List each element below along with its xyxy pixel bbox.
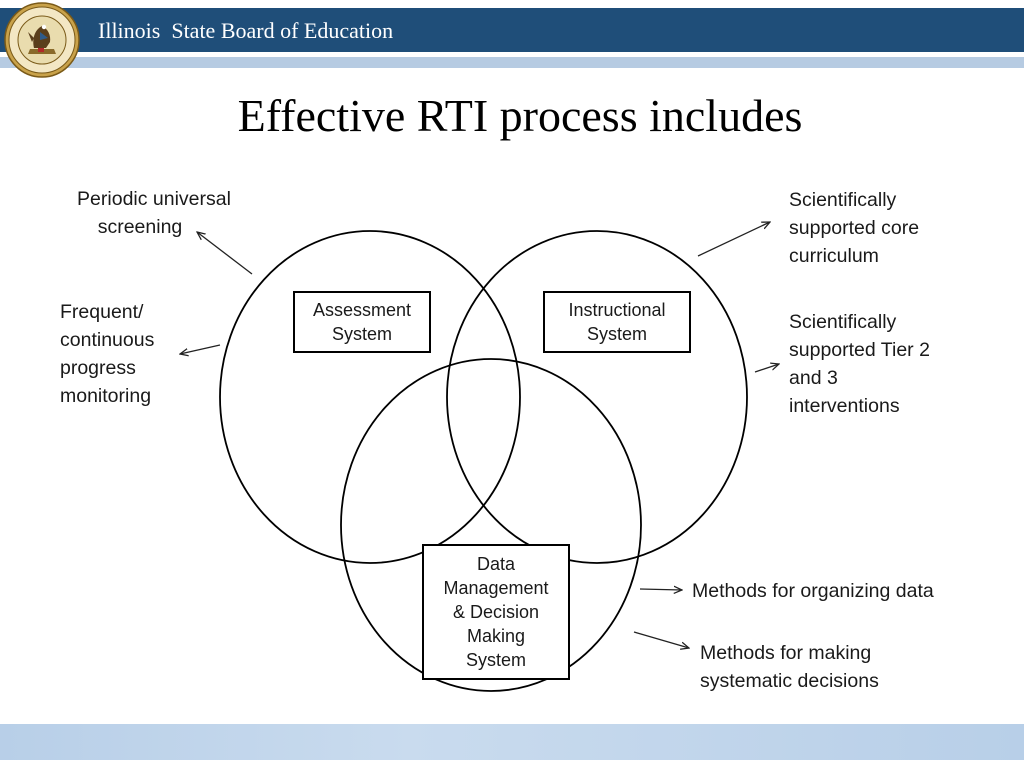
label-line: Methods for making bbox=[700, 642, 872, 664]
progress-arrow bbox=[180, 344, 221, 354]
illinois-state-seal-icon bbox=[4, 2, 80, 78]
core-arrow bbox=[697, 222, 770, 257]
header-stripe bbox=[0, 57, 1024, 68]
box-line: Management bbox=[443, 578, 549, 598]
decisions-arrow bbox=[633, 631, 689, 648]
label-line: interventions bbox=[789, 395, 900, 417]
organizing-arrow bbox=[639, 589, 682, 590]
instructional-system-box: Instructional System bbox=[543, 291, 691, 353]
label-line: Periodic universal bbox=[77, 188, 231, 210]
label-line: supported core bbox=[789, 217, 920, 239]
tier-arrow bbox=[754, 364, 779, 373]
label-line: monitoring bbox=[60, 385, 152, 407]
organizing-data-label: Methods for organizing data bbox=[692, 577, 992, 605]
slide-title: Effective RTI process includes bbox=[237, 90, 803, 141]
assessment-circle bbox=[219, 230, 521, 564]
systematic-decisions-label: Methods for making systematic decisions bbox=[700, 639, 960, 695]
label-line: and 3 bbox=[789, 367, 838, 389]
progress-monitoring-label: Frequent/ continuous progress monitoring bbox=[60, 298, 200, 410]
screening-label: Periodic universal screening bbox=[54, 185, 254, 241]
label-line: curriculum bbox=[789, 245, 879, 267]
box-line: Assessment bbox=[312, 300, 412, 320]
box-line: Making bbox=[466, 626, 526, 646]
label-line: systematic decisions bbox=[700, 670, 879, 692]
box-line: System bbox=[465, 650, 526, 670]
tier-interventions-label: Scientifically supported Tier 2 and 3 in… bbox=[789, 308, 989, 420]
label-line: continuous bbox=[60, 329, 155, 351]
core-curriculum-label: Scientifically supported core curriculum bbox=[789, 186, 989, 270]
box-line: & Decision bbox=[452, 602, 540, 622]
footer-bar bbox=[0, 724, 1024, 760]
label-line: Frequent/ bbox=[60, 301, 144, 323]
box-line: Instructional bbox=[568, 300, 666, 320]
org-name: Illinois State Board of Education bbox=[98, 18, 394, 43]
label-line: Scientifically bbox=[789, 311, 897, 333]
box-line: Data bbox=[476, 554, 516, 574]
assessment-system-box: Assessment System bbox=[293, 291, 431, 353]
header-bar bbox=[0, 8, 1024, 52]
label-line: Methods for organizing data bbox=[692, 580, 934, 602]
box-line: System bbox=[586, 324, 647, 344]
data-circle bbox=[340, 358, 642, 692]
data-management-system-box: Data Management & Decision Making System bbox=[422, 544, 570, 680]
label-line: progress bbox=[60, 357, 136, 379]
box-line: System bbox=[331, 324, 392, 344]
screening-arrow bbox=[197, 232, 253, 275]
label-line: Scientifically bbox=[789, 189, 897, 211]
label-line: screening bbox=[97, 216, 183, 238]
label-line: supported Tier 2 bbox=[789, 339, 930, 361]
instructional-circle bbox=[446, 230, 748, 564]
